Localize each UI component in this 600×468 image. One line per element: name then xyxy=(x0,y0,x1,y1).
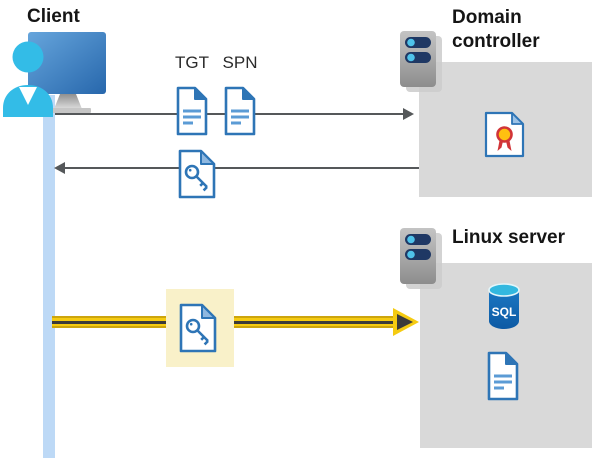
service-ticket-key-file-icon xyxy=(178,149,216,199)
client-label: Client xyxy=(27,6,80,27)
spn-label: SPN xyxy=(222,53,258,72)
tgt-document-icon xyxy=(176,86,208,136)
tgt-label: TGT xyxy=(175,53,209,72)
spn-document-icon xyxy=(224,86,256,136)
request-arrowhead-icon xyxy=(403,108,414,120)
linux-server-server-icon xyxy=(400,228,442,289)
sql-logo-text: SQL xyxy=(492,305,517,319)
keytab-auth-arrowhead-core-icon xyxy=(397,314,413,330)
response-arrow-line xyxy=(64,167,419,169)
client-timeline-bar xyxy=(43,95,55,458)
client-computer-icon xyxy=(3,32,106,117)
certificate-icon xyxy=(484,111,525,158)
keytab-document-icon xyxy=(487,351,519,401)
highlighted-key-file-icon xyxy=(179,303,217,353)
sql-database-icon: SQL xyxy=(488,283,520,329)
linux-server-label: Linux server xyxy=(452,227,565,248)
domain-controller-label: Domain controller xyxy=(452,7,540,52)
response-arrowhead-icon xyxy=(54,162,65,174)
domain-controller-server-icon xyxy=(400,31,442,92)
